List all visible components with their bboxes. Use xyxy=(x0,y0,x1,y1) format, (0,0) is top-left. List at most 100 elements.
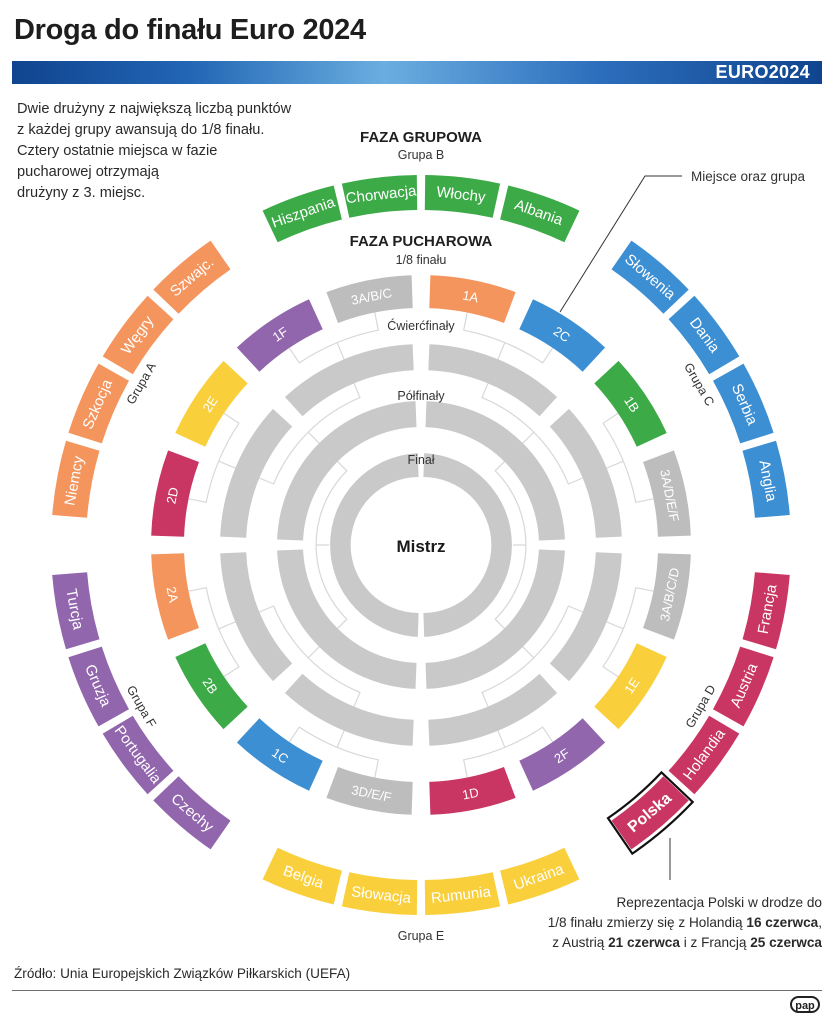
r16-slot xyxy=(151,553,199,640)
quarterfinal-slot xyxy=(549,408,622,538)
r16-slot xyxy=(236,299,323,372)
final-slot xyxy=(330,453,419,637)
team-segment xyxy=(713,363,774,444)
team-segment xyxy=(500,847,580,905)
team-segment xyxy=(668,715,740,795)
r16-slot-label: 1D xyxy=(461,785,480,803)
team-segment xyxy=(52,572,100,650)
team-segment xyxy=(611,240,689,314)
r16-slot-label: 2F xyxy=(551,745,572,766)
page-title: Droga do finału Euro 2024 xyxy=(14,14,366,46)
champion-center xyxy=(361,485,481,605)
r16-slot-label: 1F xyxy=(270,324,291,345)
quarterfinal-slot xyxy=(428,673,558,746)
team-segment xyxy=(341,175,418,218)
bracket-connector xyxy=(494,461,527,629)
r16-slot-label: 1B xyxy=(621,393,642,415)
callout-line xyxy=(559,175,682,313)
quarterfinal-slot xyxy=(284,673,414,746)
r16-slot xyxy=(643,553,691,640)
poland-note-line: 1/8 finału zmierzy się z Holandią 16 cze… xyxy=(462,913,822,933)
bracket-connector xyxy=(481,383,583,485)
team-segment xyxy=(102,715,174,795)
pap-logo: pap xyxy=(790,996,820,1013)
team-segment xyxy=(424,175,501,218)
bracket-connector xyxy=(462,312,554,364)
team-segment xyxy=(153,240,231,314)
r16-slot-label: 2B xyxy=(200,675,221,697)
r16-slot-label: 2A xyxy=(163,585,181,604)
poland-note-line: Reprezentacja Polski w drodze do xyxy=(616,895,822,910)
r16-slot xyxy=(519,718,606,791)
team-segment xyxy=(611,776,689,850)
intro-line: drużyny z 3. miejsc. xyxy=(17,185,146,201)
round-label-final: Finał xyxy=(407,453,434,467)
r16-slot xyxy=(151,450,199,537)
group-name-label: Grupa E xyxy=(398,929,445,943)
team-segment xyxy=(262,185,342,243)
bracket-connector xyxy=(462,726,554,778)
team-segment xyxy=(52,440,100,518)
team-segment xyxy=(424,872,501,915)
note-text: i z Francją xyxy=(679,935,751,950)
bracket-connector xyxy=(259,383,361,485)
r16-slot xyxy=(326,767,413,815)
r16-slot xyxy=(594,643,667,730)
bracket-connector xyxy=(481,605,583,707)
round-label-sf: Półfinały xyxy=(397,389,445,403)
bracket-connector xyxy=(259,605,361,707)
bracket-connector xyxy=(188,586,240,678)
note-text: z Austrią xyxy=(552,935,609,950)
footer-divider xyxy=(12,990,822,991)
r16-slot xyxy=(326,275,413,323)
r16-slot xyxy=(175,360,248,447)
poland-highlight-frame xyxy=(606,770,695,856)
euro2024-logo: EURO2024 xyxy=(715,62,810,82)
bracket-connector xyxy=(188,412,240,504)
team-segment xyxy=(500,185,580,243)
header-banner: EURO2024 xyxy=(12,61,822,84)
knockout-phase-heading: FAZA PUCHAROWA xyxy=(350,233,493,250)
semifinal-slot xyxy=(425,401,565,541)
note-date: 16 czerwca xyxy=(746,915,819,930)
callout-text: Miejsce oraz grupa xyxy=(691,169,806,184)
quarterfinal-slot xyxy=(549,552,622,682)
bracket-connector xyxy=(315,461,348,629)
r16-slot xyxy=(519,299,606,372)
intro-line: z każdej grupy awansują do 1/8 finału. xyxy=(17,122,265,138)
quarterfinal-slot xyxy=(428,344,558,417)
group-phase-heading: FAZA GRUPOWA xyxy=(360,129,482,146)
note-text: , xyxy=(818,915,822,930)
bracket-connector xyxy=(288,312,380,364)
team-segment xyxy=(153,776,231,850)
champion-label: Mistrz xyxy=(396,537,445,556)
team-segment xyxy=(668,295,740,375)
team-label: Rumunia xyxy=(430,883,492,907)
final-slot xyxy=(423,453,512,637)
round-label-r16: 1/8 finału xyxy=(396,253,447,267)
bracket-connector xyxy=(288,726,380,778)
r16-slot xyxy=(429,275,516,323)
note-date: 25 czerwca xyxy=(750,935,822,950)
team-segment xyxy=(262,847,342,905)
quarterfinal-slot xyxy=(220,552,293,682)
intro-line: Cztery ostatnie miejsca w fazie xyxy=(17,143,218,159)
bracket-connector xyxy=(602,412,654,504)
bracket-connector xyxy=(602,586,654,678)
team-segment xyxy=(102,295,174,375)
intro-line: pucharowej otrzymają xyxy=(17,164,159,180)
poland-note-line: z Austrią 21 czerwca i z Francją 25 czer… xyxy=(462,933,822,953)
note-date: 21 czerwca xyxy=(608,935,680,950)
quarterfinal-slot xyxy=(284,344,414,417)
quarterfinal-slot xyxy=(220,408,293,538)
source-note: Źródło: Unia Europejskich Związków Piłka… xyxy=(14,966,351,981)
semifinal-slot xyxy=(277,549,417,689)
r16-slot-label: 2D xyxy=(163,486,181,505)
poland-note: Reprezentacja Polski w drodze do 1/8 fin… xyxy=(462,893,822,953)
semifinal-slot xyxy=(425,549,565,689)
semifinal-slot xyxy=(277,401,417,541)
intro-text: Dwie drużyny z największą liczbą punktów… xyxy=(17,99,357,204)
team-label: Słowacja xyxy=(350,883,412,907)
team-label: Włochy xyxy=(436,184,487,207)
